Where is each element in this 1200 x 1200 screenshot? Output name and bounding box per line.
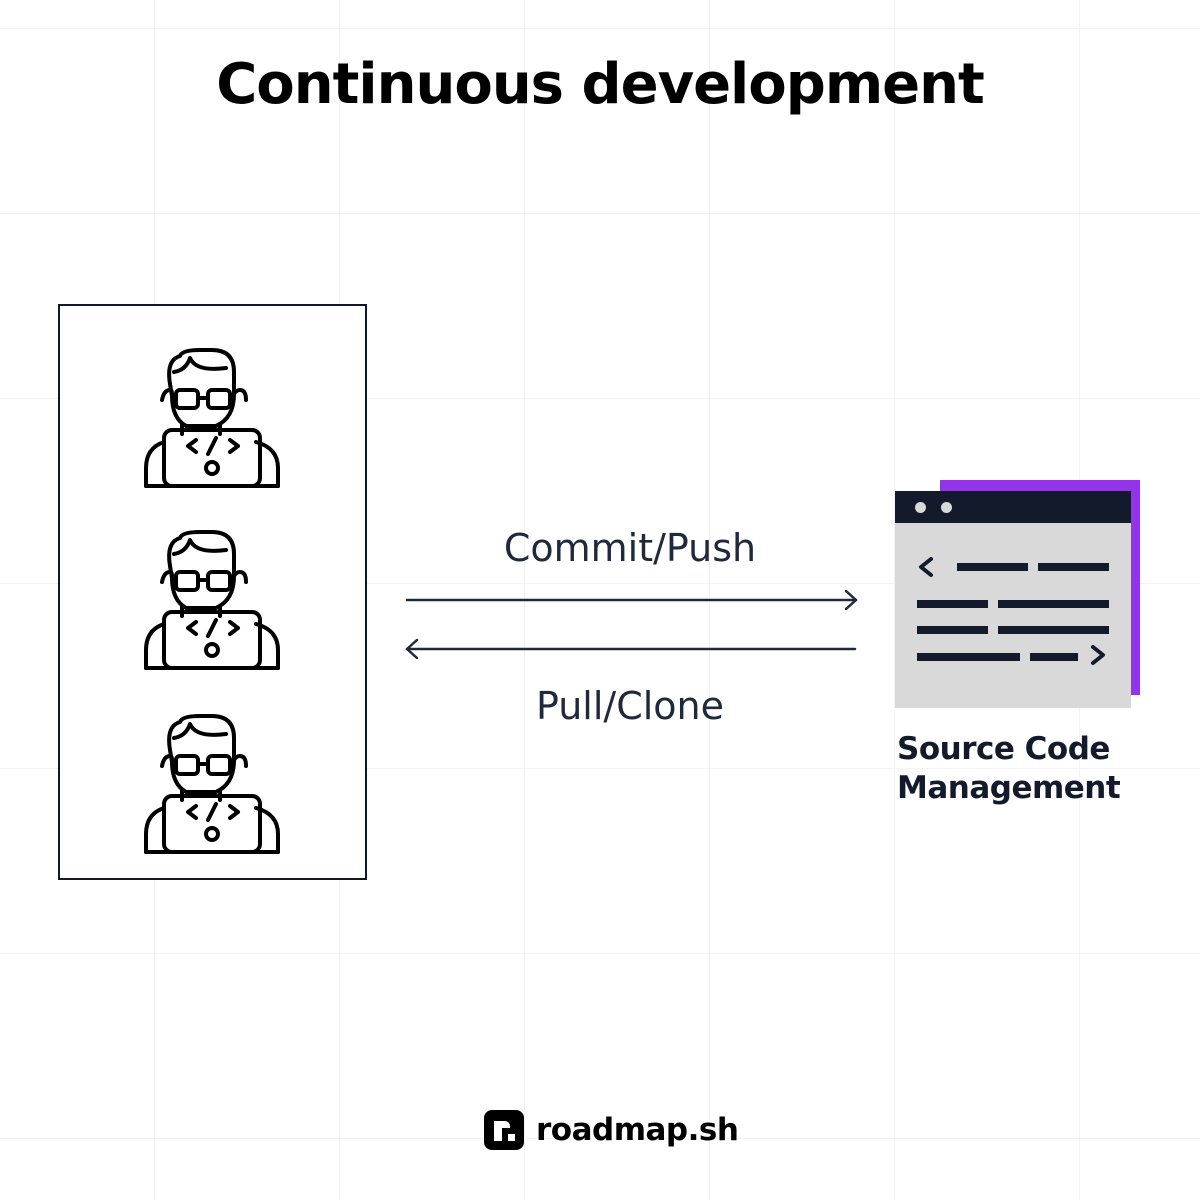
scm-title-line1: Source Code [897,731,1110,767]
commit-push-label: Commit/Push [503,526,757,570]
developer-laptop-icon [142,346,286,490]
developer-laptop-icon [142,712,286,856]
brand-name: roadmap.sh [536,1112,739,1148]
window-dot [915,502,926,513]
code-window-icon [895,491,1131,708]
scm-title-line2: Management [897,770,1121,806]
window-title-bar [895,491,1131,523]
push-arrow [404,590,860,610]
window-dot [941,502,952,513]
page-title: Continuous development [216,52,985,117]
brand-footer[interactable]: roadmap.sh [484,1110,739,1150]
code-lines [917,557,1109,665]
pull-clone-label: Pull/Clone [535,684,725,728]
developers-group [58,304,367,880]
developer-laptop-icon [142,528,286,672]
roadmap-logo-icon [484,1110,524,1150]
pull-arrow [404,639,860,659]
scm-title: Source Code Management [897,730,1177,808]
